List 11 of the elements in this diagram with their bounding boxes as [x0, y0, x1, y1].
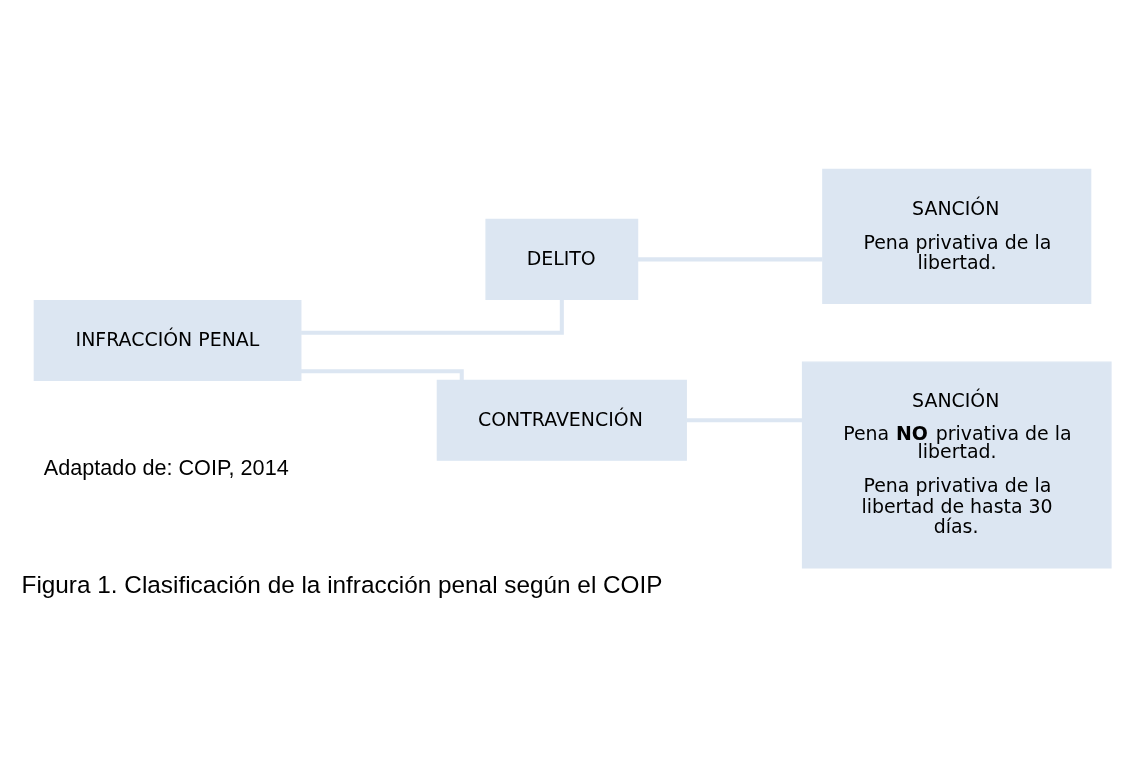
node-box: DELITO	[485, 218, 639, 300]
connector	[300, 368, 464, 380]
caption: Figura 1. Clasificación de la infracción penal según el COIP	[21, 570, 663, 598]
node-box: CONTRAVENCIÓN	[436, 379, 687, 461]
node-box: SANCIÓN Pena privativa de la libertad.	[822, 168, 1092, 304]
label: Adaptado de: COIP, 2014	[43, 454, 289, 480]
connector	[686, 417, 803, 422]
connector	[301, 298, 564, 335]
connector	[637, 256, 823, 261]
node-box: SANCIÓN Pena NO privativa de la libertad. Pena privativa de la libertad de hasta 30 días.	[801, 360, 1112, 568]
node-box: INFRACCIÓN PENAL	[33, 299, 302, 381]
